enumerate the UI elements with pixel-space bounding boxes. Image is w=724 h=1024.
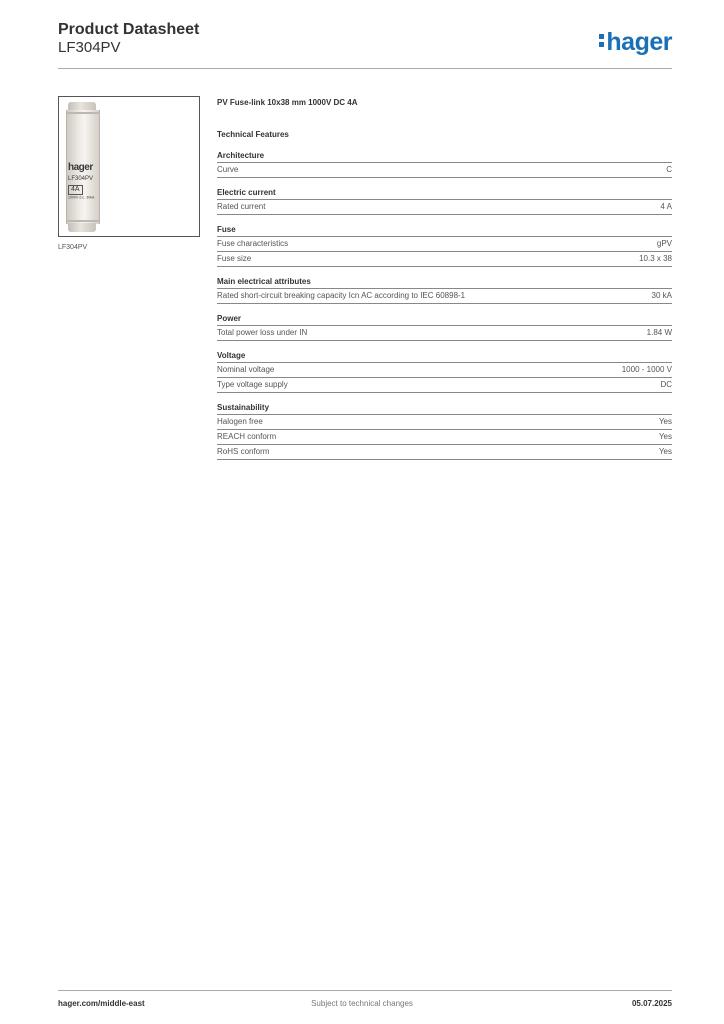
features-heading: Technical Features — [217, 130, 289, 139]
spec-row: Fuse characteristics gPV — [217, 237, 672, 252]
section-main-electrical: Main electrical attributes Rated short-c… — [217, 275, 672, 304]
spec-row: Nominal voltage 1000 - 1000 V — [217, 363, 672, 378]
section-title: Fuse — [217, 223, 672, 237]
spec-row: Type voltage supply DC — [217, 378, 672, 393]
section-title: Voltage — [217, 349, 672, 363]
spec-label: Type voltage supply — [217, 380, 288, 389]
spec-label: REACH conform — [217, 432, 277, 441]
section-title: Sustainability — [217, 401, 672, 415]
spec-value: 1.84 W — [646, 328, 672, 337]
spec-label: Curve — [217, 165, 239, 174]
spec-label: Rated current — [217, 202, 266, 211]
fuse-print-brand: hager — [68, 162, 93, 173]
spec-label: Rated short-circuit breaking capacity Ic… — [217, 291, 466, 300]
image-caption: LF304PV — [58, 244, 88, 251]
spec-row: RoHS conform Yes — [217, 445, 672, 460]
spec-row: Total power loss under IN 1.84 W — [217, 326, 672, 341]
footer-date: 05.07.2025 — [631, 999, 672, 1008]
logo-dots-icon — [599, 32, 605, 50]
spec-value: 30 kA — [651, 291, 672, 300]
spec-value: Yes — [658, 417, 672, 426]
section-title: Power — [217, 312, 672, 326]
spec-label: Fuse characteristics — [217, 239, 289, 248]
brand-logo: hager — [599, 28, 672, 57]
spec-value: gPV — [656, 239, 672, 248]
spec-row: Halogen free Yes — [217, 415, 672, 430]
spec-label: Nominal voltage — [217, 365, 275, 374]
spec-label: RoHS conform — [217, 447, 270, 456]
spec-value: Yes — [658, 432, 672, 441]
footer-divider — [58, 990, 672, 991]
section-fuse: Fuse Fuse characteristics gPV Fuse size … — [217, 223, 672, 267]
fuse-illustration: hager LF304PV 4A 1000V d.c. 30kA — [66, 102, 100, 232]
section-sustainability: Sustainability Halogen free Yes REACH co… — [217, 401, 672, 460]
section-title: Architecture — [217, 149, 672, 163]
section-power: Power Total power loss under IN 1.84 W — [217, 312, 672, 341]
spec-row: REACH conform Yes — [217, 430, 672, 445]
spec-value: C — [666, 165, 672, 174]
section-title: Main electrical attributes — [217, 275, 672, 289]
footer-website-link[interactable]: hager.com/middle-east — [58, 999, 145, 1008]
spec-row: Rated short-circuit breaking capacity Ic… — [217, 289, 672, 304]
product-code: LF304PV — [58, 39, 121, 56]
spec-label: Fuse size — [217, 254, 252, 263]
page-title: Product Datasheet — [58, 21, 200, 38]
spec-value: 10.3 x 38 — [639, 254, 672, 263]
spec-label: Total power loss under IN — [217, 328, 308, 337]
product-image: hager LF304PV 4A 1000V d.c. 30kA — [58, 96, 200, 237]
fuse-print-rating: 1000V d.c. 30kA — [68, 196, 95, 200]
section-electric-current: Electric current Rated current 4 A — [217, 186, 672, 215]
section-voltage: Voltage Nominal voltage 1000 - 1000 V Ty… — [217, 349, 672, 393]
footer-notice: Subject to technical changes — [311, 999, 413, 1008]
spec-row: Fuse size 10.3 x 38 — [217, 252, 672, 267]
spec-value: DC — [660, 380, 672, 389]
spec-content: PV Fuse-link 10x38 mm 1000V DC 4A Techni… — [217, 97, 672, 468]
spec-row: Rated current 4 A — [217, 200, 672, 215]
section-title: Electric current — [217, 186, 672, 200]
fuse-print-model: LF304PV — [68, 176, 94, 182]
header-divider — [58, 68, 672, 69]
product-title: PV Fuse-link 10x38 mm 1000V DC 4A — [217, 98, 358, 107]
spec-value: 1000 - 1000 V — [621, 365, 672, 374]
spec-value: Yes — [658, 447, 672, 456]
section-architecture: Architecture Curve C — [217, 149, 672, 178]
fuse-print-amp: 4A — [68, 185, 83, 195]
spec-value: 4 A — [660, 202, 672, 211]
spec-label: Halogen free — [217, 417, 263, 426]
brand-logo-text: hager — [606, 28, 672, 56]
spec-row: Curve C — [217, 163, 672, 178]
